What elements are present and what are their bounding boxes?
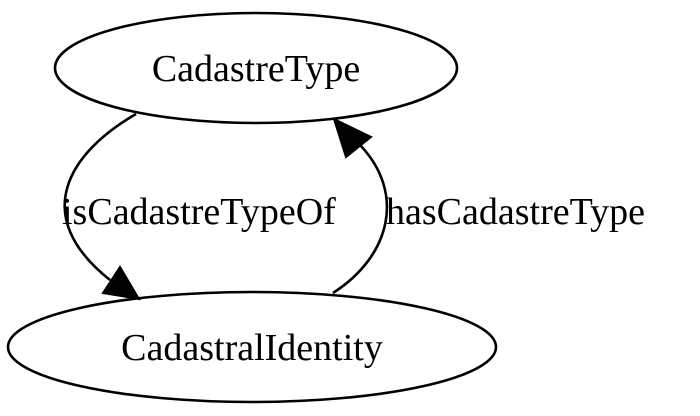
edge-has-cadastre-type[interactable]: hasCadastreType [332, 117, 645, 295]
node-cadastral-identity-label: CadastralIdentity [121, 327, 383, 369]
edge-has-cadastre-type-label: hasCadastreType [386, 191, 645, 233]
node-cadastre-type-shape [53, 11, 459, 125]
node-cadastre-type[interactable]: CadastreType [53, 11, 459, 125]
edge-is-cadastre-type-of-arrowhead [101, 265, 141, 301]
node-cadastre-type-label: CadastreType [152, 48, 360, 90]
edge-is-cadastre-type-of[interactable]: isCadastreTypeOf [62, 112, 336, 301]
edge-has-cadastre-type-arrowhead [332, 117, 373, 159]
edge-has-cadastre-type-line [332, 144, 389, 295]
node-cadastral-identity[interactable]: CadastralIdentity [6, 290, 498, 404]
edge-is-cadastre-type-of-label: isCadastreTypeOf [62, 191, 336, 233]
node-cadastral-identity-shape [6, 290, 498, 404]
edge-is-cadastre-type-of-line [63, 112, 137, 282]
